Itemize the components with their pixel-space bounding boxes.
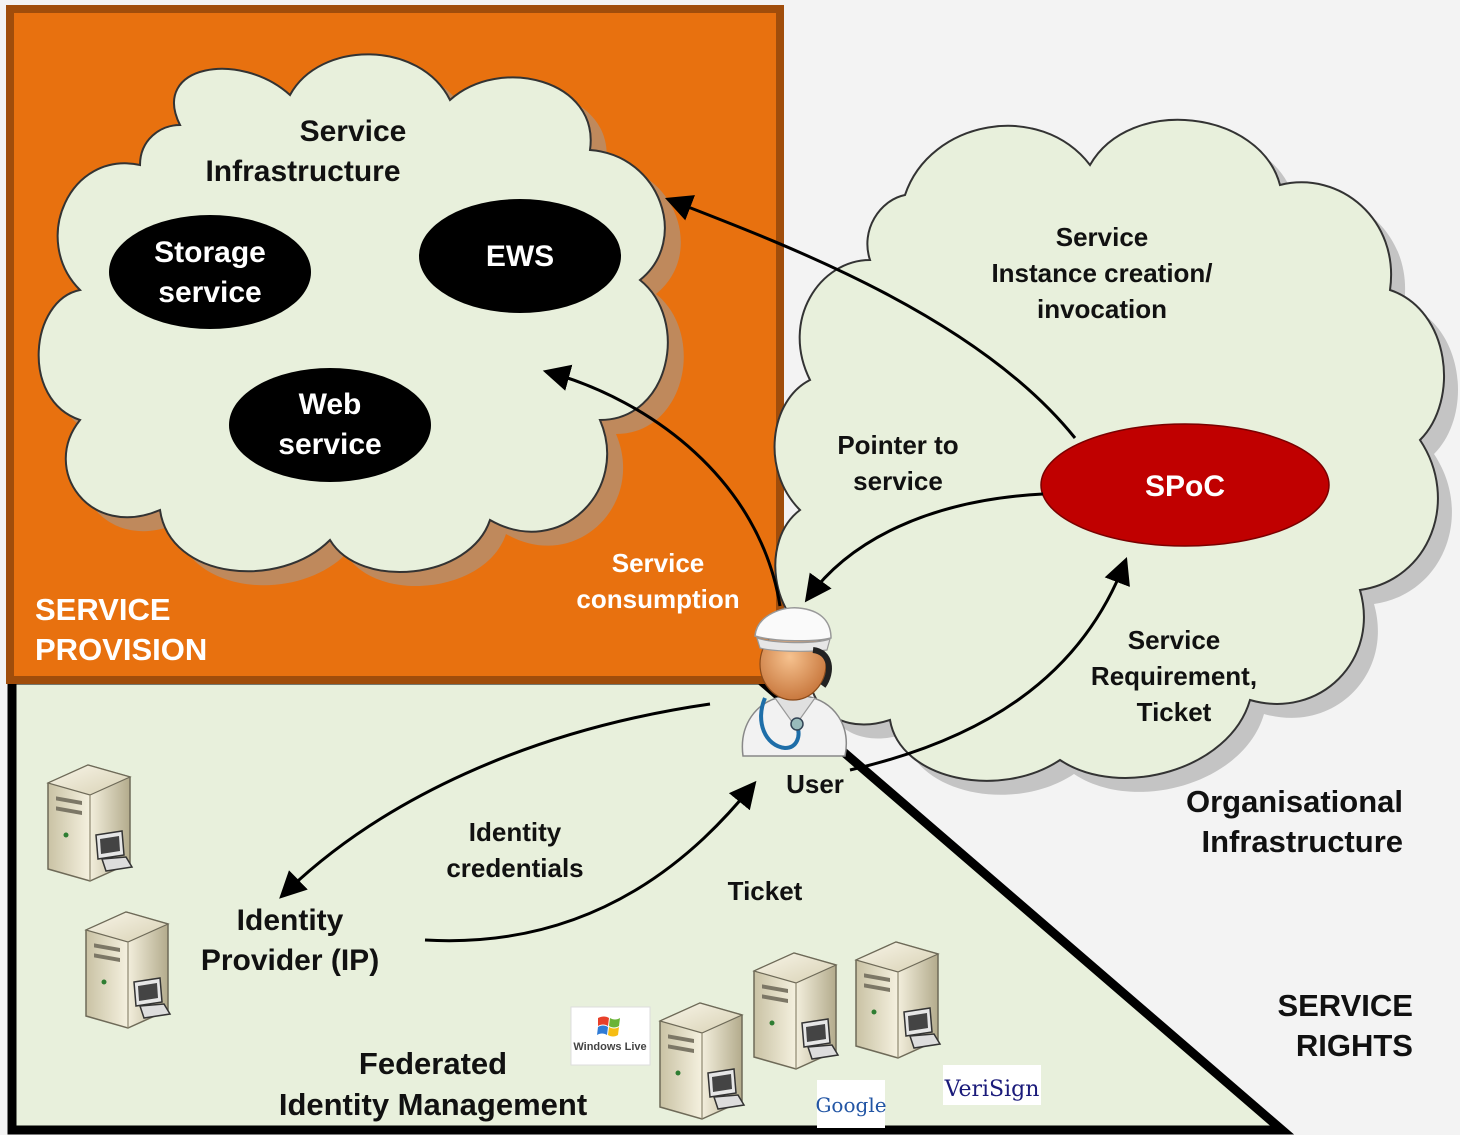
service-provision-label: SERVICE PROVISION [35,592,207,667]
text-line: invocation [1037,294,1167,324]
text-line: service [278,428,381,461]
text-line: Web [299,388,362,421]
text-line: SPoC [1145,470,1225,503]
text-line: Infrastructure [1201,824,1403,859]
google-logo: Google [815,1080,887,1128]
text-line: Identity Management [279,1087,587,1122]
storage-service-label: Storage service [154,236,266,309]
text-line: Infrastructure [205,155,400,188]
server-icon [85,911,171,1029]
pointer-to-service-arrow [804,492,1044,603]
instance-creation-arrow [664,195,1077,439]
spoc-node [1040,423,1330,547]
text-line: Ticket [1137,697,1212,727]
ews-label: EWS [486,240,554,273]
text-line: service [158,276,261,309]
google-label: Google [815,1093,886,1117]
text-line: Organisational [1186,784,1403,819]
identity-credentials-arrow [279,702,711,899]
text-line: consumption [576,584,739,614]
text-line: Ticket [728,876,803,906]
windows-flag-icon [597,1016,620,1037]
text-line: credentials [446,853,583,883]
text-line: User [786,769,844,799]
service-requirement-arrow [849,556,1130,772]
doctor-user-icon [741,606,847,757]
service-consumption-arrow [542,364,782,607]
windows-live-label: Windows Live [573,1041,646,1053]
text-line: RIGHTS [1296,1028,1413,1063]
identity-credentials-label: Identity credentials [446,817,583,883]
web-service-node [229,368,431,482]
ews-node [419,199,621,313]
text-line: EWS [486,240,554,273]
server-icon [753,952,839,1070]
text-line: Requirement, [1091,661,1257,691]
ticket-label: Ticket [728,876,803,906]
verisign-logo: VeriSign [943,1065,1041,1105]
pointer-to-service-label: Pointer to service [837,430,958,496]
server-icon [47,764,133,882]
text-line: Service [1056,222,1149,252]
text-line: service [853,466,943,496]
text-line: Service [300,115,407,148]
ticket-arrow [424,780,757,943]
service-consumption-label: Service consumption [576,548,739,614]
text-line: SERVICE [35,592,171,627]
text-line: Identity [469,817,562,847]
server-icon [855,941,941,1059]
service-rights-label: SERVICE RIGHTS [1277,988,1413,1063]
text-line: Storage [154,236,266,269]
server-icon [659,1002,745,1120]
text-line: PROVISION [35,632,207,667]
spoc-label: SPoC [1145,470,1225,503]
text-line: SERVICE [1277,988,1413,1023]
text-line: Identity [237,904,344,937]
web-service-label: Web service [278,388,381,461]
text-line: Service [612,548,705,578]
storage-service-node [109,215,311,329]
text-line: Service [1128,625,1221,655]
verisign-label: VeriSign [944,1077,1040,1102]
text-line: Pointer to [837,430,958,460]
windows-live-logo: Windows Live [570,1006,651,1066]
text-line: Instance creation/ [991,258,1212,288]
text-line: Provider (IP) [201,944,379,977]
service-infrastructure-cloud [37,53,684,587]
user-label: User [786,769,844,799]
text-line: Federated [359,1046,507,1081]
